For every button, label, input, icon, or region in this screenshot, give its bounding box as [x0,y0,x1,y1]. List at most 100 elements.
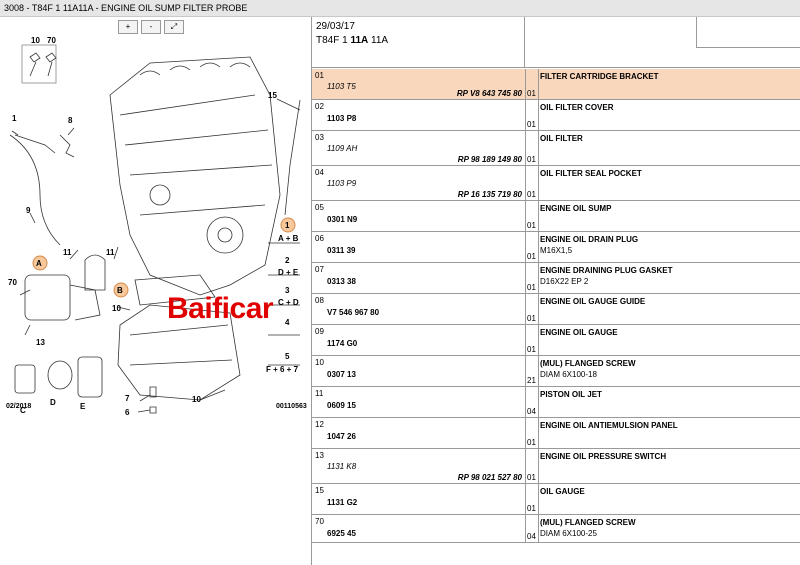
label-9: 9 [26,206,31,215]
group-5-parts: F + 6 + 7 [266,365,299,374]
part-number: 03 [315,133,324,142]
part-spec: DIAM 6X100-18 [540,370,597,379]
seal-D-shape [47,360,73,390]
part-spec: D16X22 EP 2 [540,277,589,286]
part-quantity: 01 [527,155,536,164]
part-quantity: 01 [527,504,536,513]
part-description: ENGINE OIL SUMP [540,204,612,213]
part-description: OIL FILTER COVER [540,103,614,112]
group-3-number: 3 [285,286,290,295]
part-description: OIL FILTER [540,134,583,143]
cover-E-shape [77,356,103,398]
group-3-parts: C + D [278,298,299,307]
antiemulsion-panel [134,274,216,306]
part-reference: 1103 P9 [327,179,357,188]
part-description: ENGINE DRAINING PLUG GASKET [540,266,673,275]
header-code-post: 11A [368,35,389,46]
rp-reference: RP 98 021 527 80 [457,473,522,482]
part-number: 08 [315,296,324,305]
bolt-70-shape [45,52,57,77]
part-quantity: 01 [527,438,536,447]
part-reference: 1131 G2 [327,498,358,507]
drain-plug-shape [149,386,157,414]
part-number: 11 [315,389,324,398]
part-description: (MUL) FLANGED SCREW [540,359,636,368]
filter-housing-shape [24,274,71,321]
parts-header: 29/03/17 T84F 1 11A 11A [312,17,800,68]
part-quantity: 21 [527,376,536,385]
zoom-out-button[interactable]: - [141,20,161,34]
oil-sump-shape [117,304,241,401]
label-B: B [117,286,123,295]
part-number: 12 [315,420,324,429]
label-10c: 10 [192,395,201,404]
label-E: E [80,402,86,411]
engine-block-shape [109,56,281,296]
exploded-parts-diagram: 10 70 15 1 8 9 11 11 A B 70 10 13 C D E … [8,36,301,417]
part-number: 07 [315,265,324,274]
header-code: T84F 1 11A 11A [316,35,388,46]
part-quantity: 01 [527,190,536,199]
part-number: 10 [315,358,324,367]
part-reference: 0307 13 [327,370,356,379]
diagram-date: 02/2018 [6,403,32,410]
part-quantity: 04 [527,407,536,416]
bolt-box [21,44,57,84]
part-quantity: 01 [527,314,536,323]
label-11a: 11 [63,248,72,257]
part-description: PISTON OIL JET [540,390,602,399]
group-1-number: 1 [285,221,290,230]
diagram-toolbar: + - ⤢ [118,20,184,34]
part-quantity: 01 [527,473,536,482]
label-70: 70 [47,36,56,45]
label-10: 10 [31,36,40,45]
label-D: D [50,398,56,407]
cam-covers [139,62,251,76]
part-quantity: 01 [527,221,536,230]
header-code-pre: T84F 1 [316,35,351,46]
label-15: 15 [268,91,277,100]
part-spec: M16X1,5 [540,246,573,255]
header-code-bold: 11A [350,35,369,46]
part-description: ENGINE OIL GAUGE [540,328,618,337]
part-quantity: 01 [527,345,536,354]
zoom-fit-button[interactable]: ⤢ [164,20,184,34]
rp-reference: RP 16 135 719 80 [457,190,522,199]
part-reference: 1131 K8 [327,462,357,471]
part-reference: 0311 39 [327,246,356,255]
callout-markers [32,217,296,298]
part-number: 01 [315,71,324,80]
part-reference: 1047 26 [327,432,356,441]
part-description: ENGINE OIL ANTIEMULSION PANEL [540,421,678,430]
part-reference: 1103 P8 [327,114,357,123]
part-reference: 6925 45 [327,529,356,538]
part-description: (MUL) FLANGED SCREW [540,518,636,527]
part-number: 02 [315,102,324,111]
part-quantity: 01 [527,120,536,129]
label-10b: 10 [112,304,121,313]
group-1-parts: A + B [278,234,299,243]
timing-pulley [206,216,244,254]
zoom-in-button[interactable]: + [118,20,138,34]
label-13: 13 [36,338,45,347]
group-2-parts: D + E [278,268,299,277]
part-description: ENGINE OIL GAUGE GUIDE [540,297,646,306]
part-description: FILTER CARTRIDGE BRACKET [540,72,659,81]
